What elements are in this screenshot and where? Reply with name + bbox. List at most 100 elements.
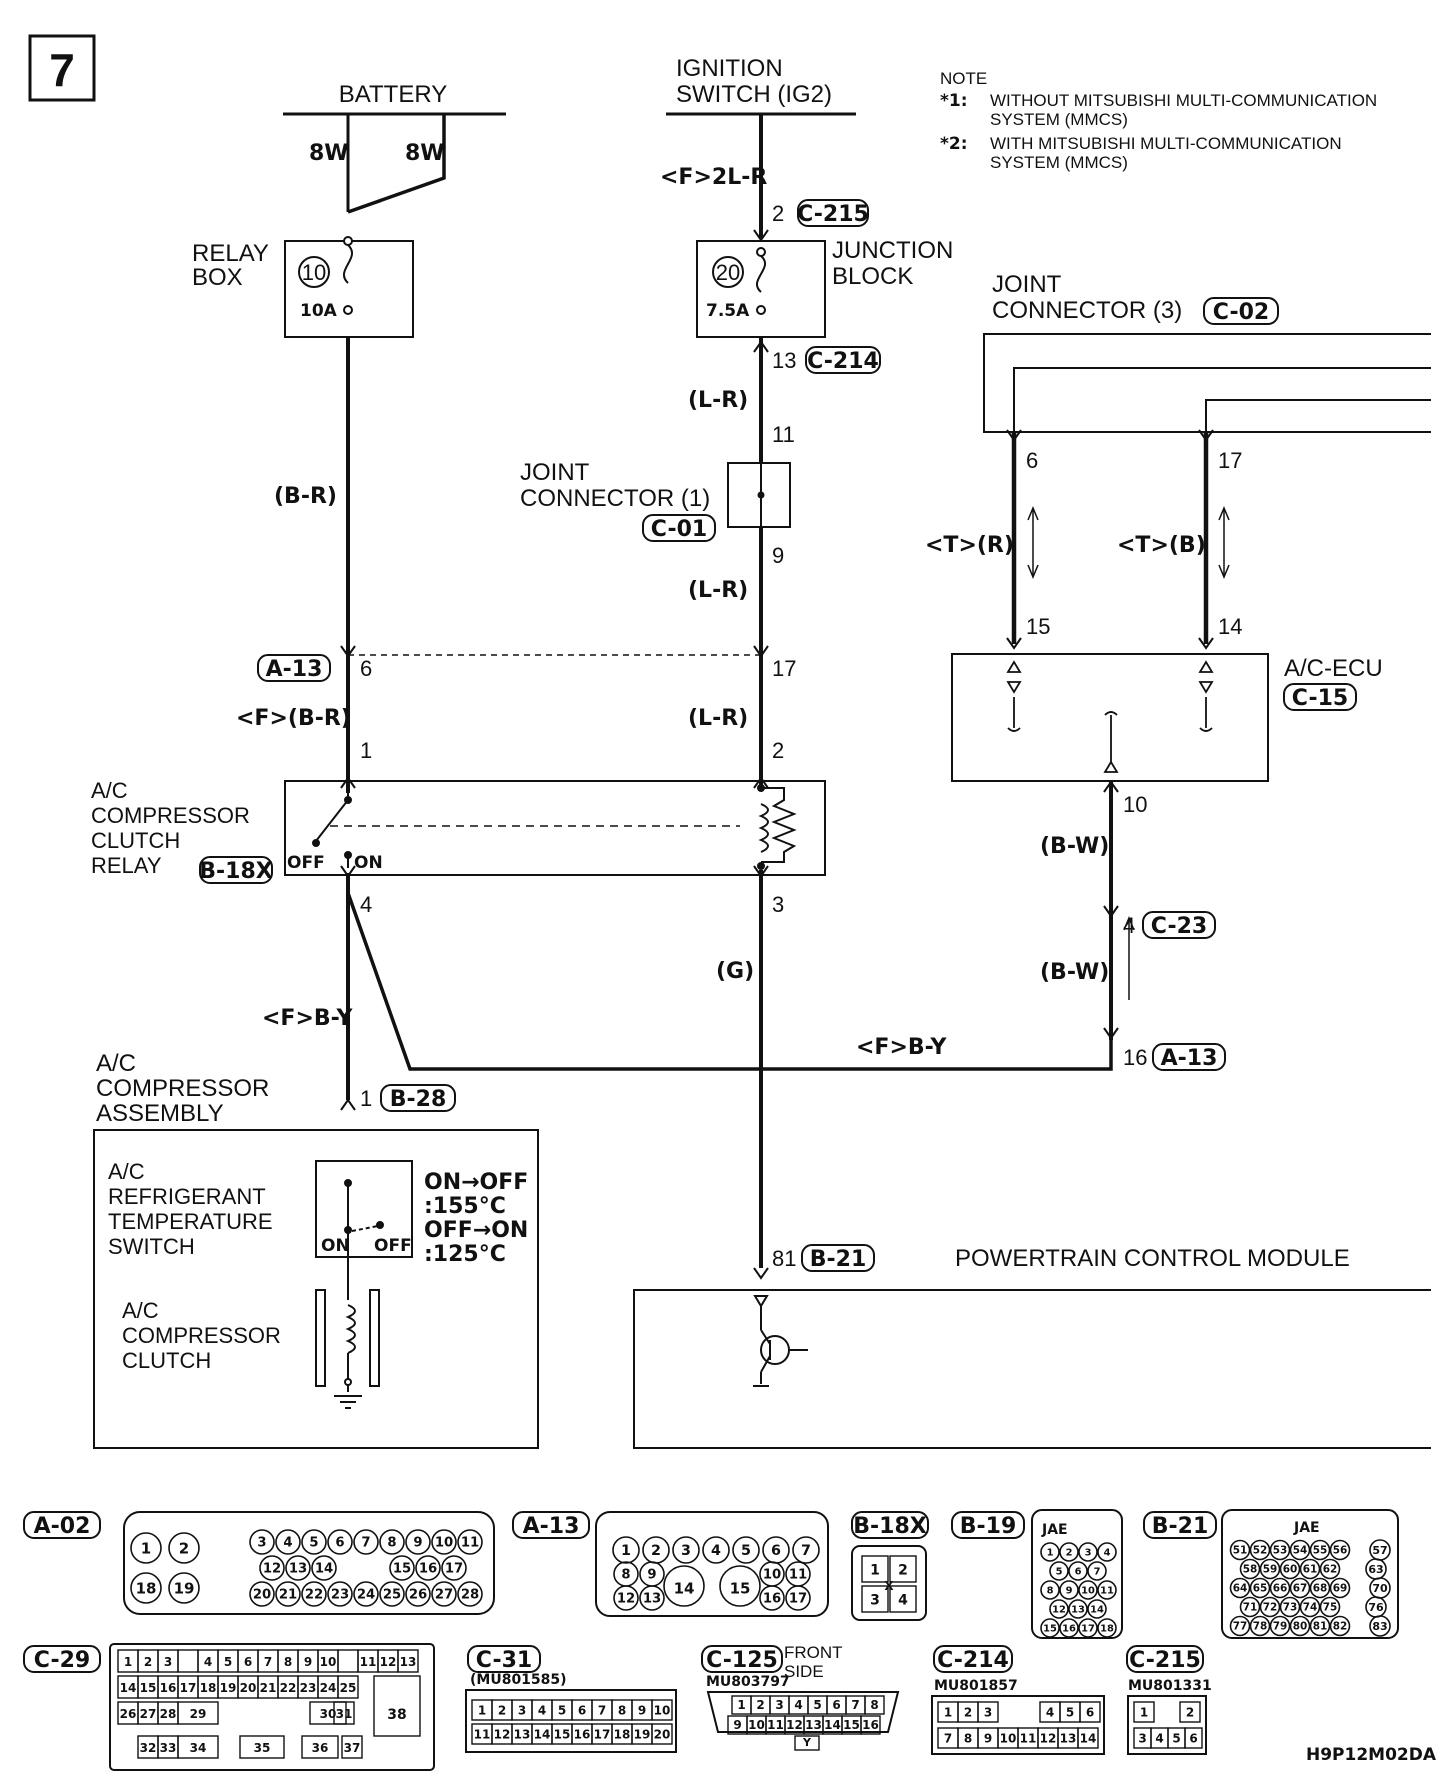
legend-tag-c29-text: C-29 [34, 1648, 90, 1673]
connector-b21-housing [1221, 1509, 1399, 1639]
connector-c214-housing [931, 1695, 1105, 1755]
a02-pin: 11 [461, 1536, 479, 1551]
wire-l-r-b: (L-R) [688, 578, 748, 603]
c125-pin: 16 [862, 1718, 879, 1732]
c125-pin: 8 [870, 1698, 878, 1712]
a02-pin: 1 [141, 1540, 151, 1558]
c125-pin: 10 [748, 1718, 765, 1732]
b18x-pin: 1 [870, 1563, 880, 1579]
a13-pin: 12 [617, 1592, 635, 1607]
b21-jae: JAE [1293, 1520, 1320, 1536]
relay-resistor [761, 787, 797, 863]
b21-pin: 82 [1333, 1621, 1348, 1633]
joint-connector-3-outline [983, 333, 1431, 433]
fuse-20-number-ring [712, 256, 744, 288]
a02-pin-ring [379, 1529, 405, 1555]
c29-pin: 21 [260, 1681, 277, 1695]
pcm-transistor-collector [760, 1329, 771, 1345]
b21-pin: 51 [1233, 1545, 1248, 1557]
b18x-pin-cell [889, 1585, 917, 1613]
a02-pin-ring [249, 1529, 275, 1555]
b21-pin: 79 [1273, 1621, 1288, 1633]
connector-b19-housing [1031, 1509, 1123, 1639]
relay-off-contact [312, 839, 320, 847]
tag-c215-text: C-215 [797, 202, 869, 227]
temp-switch-symbol [344, 1179, 384, 1300]
a02-pin-ring [353, 1529, 379, 1555]
clutch-plate-left [315, 1289, 326, 1387]
b19-pin-ring [1049, 1599, 1069, 1619]
c29-pin-cell [301, 1735, 339, 1759]
a13-pin: 15 [730, 1580, 751, 1598]
c214-pin: 12 [1040, 1731, 1057, 1745]
chev-a13-right [753, 645, 769, 658]
b21-pin: 58 [1243, 1564, 1258, 1576]
b21-pin: 66 [1273, 1583, 1288, 1595]
c31-pin: 3 [518, 1703, 526, 1717]
c31-pin: 5 [558, 1703, 566, 1717]
c125-pin: Y [802, 1736, 812, 1749]
b19-pin-ring [1040, 1542, 1060, 1562]
rts-spec-1: ON→OFF [424, 1170, 528, 1195]
a13-pin: 9 [647, 1568, 656, 1583]
wire-b-w-label-2: (B-W) [1040, 960, 1109, 985]
c29-pin: 14 [120, 1681, 137, 1695]
b21-pin-ring [1229, 1539, 1251, 1561]
c125-front-1: FRONT [784, 1643, 843, 1662]
c125-pin: 4 [794, 1698, 802, 1712]
tag-b18x-text: B-18X [199, 859, 273, 884]
b19-pin: 5 [1056, 1566, 1063, 1577]
c215-pin: 1 [1140, 1705, 1148, 1719]
pin-17-jc3: 17 [1218, 448, 1242, 473]
note-mark-1: *1: [940, 91, 968, 111]
clutch-label-2: COMPRESSOR [122, 1323, 281, 1348]
note-heading: NOTE [940, 69, 987, 88]
chev-c23 [1103, 905, 1119, 918]
a13-pin: 7 [801, 1543, 811, 1559]
jc3-inner-line-1 [1013, 367, 1431, 432]
c29-pin-cell [373, 1675, 421, 1737]
b21-pin-ring [1249, 1577, 1271, 1599]
c214-pin: 6 [1086, 1705, 1094, 1719]
a02-pin: 17 [445, 1562, 463, 1577]
a02-pin: 14 [315, 1562, 333, 1577]
a02-pin: 16 [419, 1562, 437, 1577]
arrow-tb-up [1218, 506, 1230, 521]
c29-pin: 37 [344, 1741, 361, 1755]
fuse-10-number-ring [298, 256, 330, 288]
ac-ecu-box [951, 653, 1269, 782]
chev-a13b [1103, 1027, 1119, 1040]
b21-pin-ring [1289, 1539, 1311, 1561]
fuse-20-rating: 7.5A [706, 301, 750, 321]
wire-8w-b: 8W [405, 141, 445, 166]
b18x-pin-cell [889, 1555, 917, 1583]
c29-pin-cell [177, 1701, 219, 1725]
legend-tag-a13-text: A-13 [523, 1514, 580, 1539]
c29-pin-cell [239, 1735, 285, 1759]
a02-pin-ring [275, 1581, 301, 1607]
b19-pin-ring [1078, 1618, 1098, 1638]
a02-pin-ring [168, 1532, 200, 1564]
b21-pin: 73 [1283, 1602, 1298, 1614]
pin-4-relay: 4 [360, 892, 372, 917]
legend-tag-c125 [701, 1645, 783, 1673]
b21-pin-ring [1309, 1539, 1331, 1561]
tag-c23-text: C-23 [1151, 914, 1207, 939]
b21-pin-ring [1299, 1596, 1321, 1618]
c29-pin-cell [397, 1649, 419, 1673]
relay-label-4: RELAY [91, 853, 162, 878]
a13-pin-ring [672, 1536, 700, 1564]
b19-pin-ring [1049, 1561, 1069, 1581]
legend-tag-b21-text: B-21 [1152, 1514, 1209, 1539]
rts-label-2: REFRIGERANT [108, 1184, 266, 1209]
fuse-20-link [755, 255, 767, 293]
page-number-box [28, 34, 96, 102]
relay-box-label-1: RELAY [192, 240, 269, 267]
c31-pin: 12 [494, 1727, 511, 1741]
b19-pin-ring [1097, 1580, 1117, 1600]
jc1-label-2: CONNECTOR (1) [520, 485, 710, 512]
c29-pin: 6 [244, 1655, 252, 1669]
c125-pin: 6 [832, 1698, 840, 1712]
a02-pin: 9 [413, 1536, 422, 1551]
